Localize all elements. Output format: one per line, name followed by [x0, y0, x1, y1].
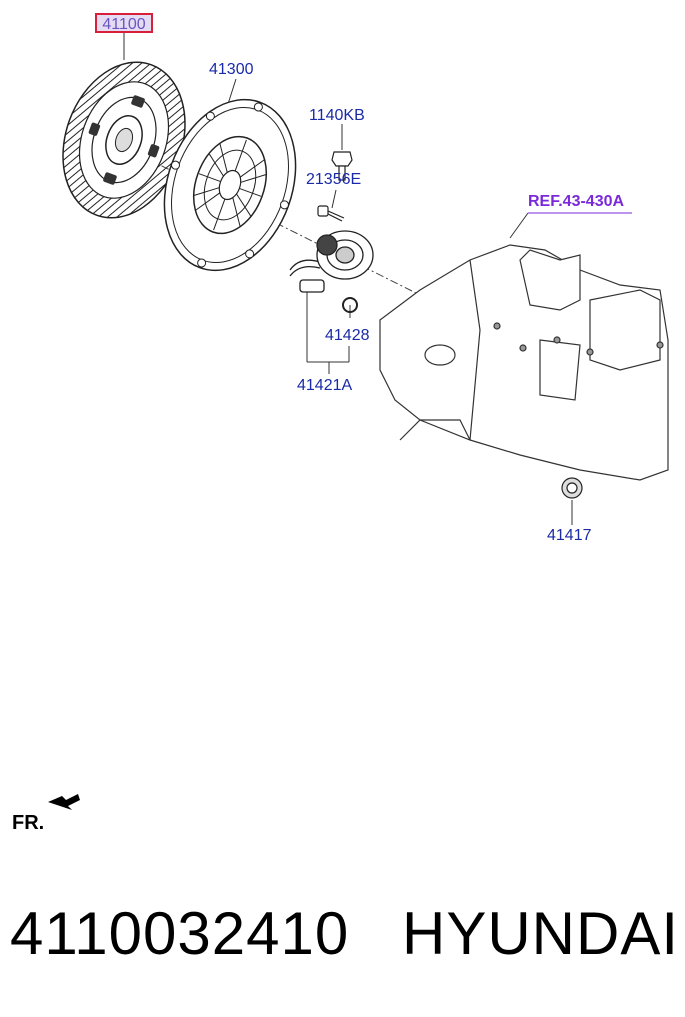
part-label-seal[interactable]: 41417	[547, 527, 592, 544]
part-label-bolt[interactable]: 1140KB	[309, 107, 365, 124]
part-label-cover[interactable]: 41300	[209, 61, 254, 78]
part-label-disc[interactable]: 41100	[95, 13, 153, 33]
clutch-exploded-diagram	[48, 33, 669, 810]
caption-part-number: 4110032410	[10, 900, 350, 967]
part-label-screw[interactable]: 21356E	[306, 171, 362, 188]
screw-part	[317, 205, 345, 222]
clutch-disc-part	[62, 61, 186, 219]
caption-brand: HYUNDAI	[402, 900, 680, 967]
part-label-o-ring[interactable]: 41428	[325, 327, 370, 344]
clutch-cover-part	[163, 98, 297, 272]
transmission-housing	[379, 244, 669, 481]
axis-line	[89, 129, 431, 301]
ref-label-transmission[interactable]: REF.43-430A	[528, 193, 625, 210]
o-ring-part	[342, 297, 358, 313]
leader-lines	[123, 33, 632, 525]
front-direction-label: FR.	[12, 812, 45, 834]
oil-seal-part	[561, 477, 583, 499]
front-arrow-icon	[48, 794, 80, 810]
part-label-slave-cylinder[interactable]: 41421A	[297, 377, 353, 394]
slave-cylinder-part	[289, 230, 374, 293]
bolt-part	[331, 151, 353, 181]
